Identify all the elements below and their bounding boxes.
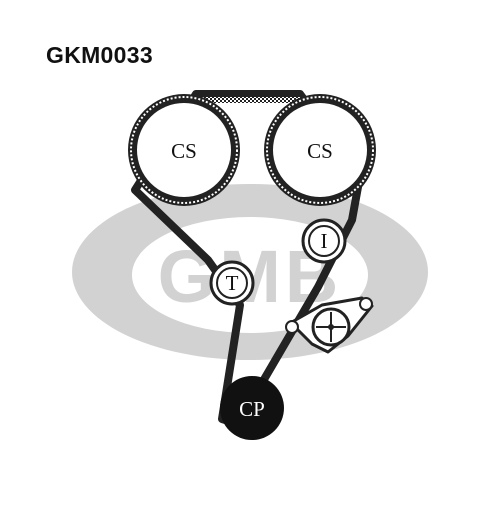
tensioner-label: T: [226, 271, 239, 295]
cam-right-label: CS: [307, 139, 333, 163]
water-pump: [285, 296, 374, 354]
cam-sprocket-left: CS: [128, 94, 240, 206]
cam-left-label: CS: [171, 139, 197, 163]
tensioner-pulley: T: [209, 260, 255, 306]
idler-label: I: [321, 229, 328, 253]
cam-sprocket-right: CS: [264, 94, 376, 206]
crank-pulley: CP: [220, 376, 284, 440]
crank-label: CP: [239, 397, 265, 421]
part-number-title: GKM0033: [46, 42, 153, 68]
idler-pulley: I: [301, 218, 347, 264]
